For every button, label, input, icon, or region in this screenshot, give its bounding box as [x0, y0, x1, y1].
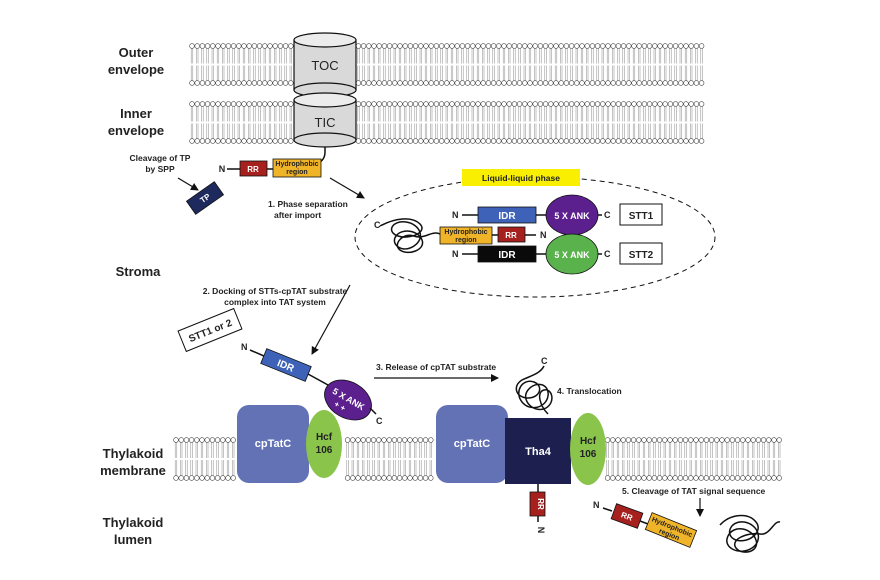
region-thylakoid-lumen-line1: Thylakoid [103, 515, 164, 530]
tha4-label: Tha4 [525, 446, 552, 458]
right-cptatc [436, 405, 508, 483]
thylakoid-membrane [173, 437, 782, 481]
step2-line1: 2. Docking of STTs-cpTAT substrate [203, 286, 348, 296]
region-thylakoid-membrane-line1: Thylakoid [103, 446, 164, 461]
precursor-n-terminus: N [219, 164, 226, 174]
tha4-channel [505, 418, 571, 484]
stt2-label: STT2 [629, 250, 654, 261]
stt1-idr-label: IDR [498, 211, 516, 222]
mature-protein-tangle [719, 514, 781, 553]
docking-ank-domain: 5 X ANK + + [324, 379, 372, 421]
region-outer-envelope-line1: Outer [119, 45, 154, 60]
precursor-hydrophobic-line2: region [286, 169, 307, 176]
precursor-hydrophobic-box [272, 158, 322, 178]
tic-channel: TIC [293, 92, 357, 148]
step2-line2: complex into TAT system [224, 297, 326, 307]
lumen-rr-n-terminus: N [536, 527, 546, 534]
right-cptatc-label: cpTatC [454, 438, 491, 450]
docking-idr: IDR [260, 348, 312, 382]
docking-n-terminus: N [241, 342, 248, 352]
toc-label: TOC [311, 58, 338, 73]
stt2-label-box [619, 242, 663, 265]
step3-label: 3. Release of cpTAT substrate [376, 362, 496, 372]
step5-label: 5. Cleavage of TAT signal sequence [622, 486, 766, 496]
right-hcf106-line1: Hcf [580, 436, 597, 447]
substrate-tangle-translocating: C [515, 356, 553, 415]
outer-envelope-membrane [189, 43, 705, 86]
phase-rr-label: RR [505, 231, 517, 240]
precursor-protein: N RR Hydrophobic region [219, 147, 326, 178]
stt2-n-terminus: N [452, 249, 459, 259]
stt1-n-terminus: N [452, 210, 459, 220]
left-hcf106-line2: 106 [316, 445, 333, 456]
transit-peptide: TP [185, 181, 225, 215]
right-hcf106-line2: 106 [580, 449, 597, 460]
phase-rr-n: N [540, 230, 547, 240]
docking-stt-label: STT1 or 2 [177, 307, 243, 353]
translocating-c-terminus: C [541, 356, 548, 366]
region-outer-envelope-line2: envelope [108, 62, 164, 77]
right-hcf106 [570, 413, 606, 485]
inner-envelope-membrane [189, 101, 705, 144]
left-cptatc [237, 405, 309, 483]
region-inner-envelope-line2: envelope [108, 123, 164, 138]
liquid-phase-title-box [462, 169, 580, 186]
precursor-rr-label: RR [247, 165, 259, 174]
region-stroma: Stroma [116, 264, 162, 279]
lumen-signal-hydrophobic: Hydrophobic region [644, 512, 698, 548]
stt1-label-box [619, 203, 663, 226]
liquid-phase-title: Liquid-liquid phase [482, 173, 560, 183]
left-cptatc-label: cpTatC [255, 438, 292, 450]
phase-substrate-c: C [374, 220, 381, 230]
left-hcf106 [306, 410, 342, 478]
step1-line2: after import [274, 210, 321, 220]
step1-line1: 1. Phase separation [268, 199, 348, 209]
lumen-signal-rr-label: RR [620, 510, 634, 522]
cleavage-tp-line2: by SPP [145, 164, 175, 174]
region-thylakoid-lumen-line2: lumen [114, 532, 152, 547]
toc-channel: TOC [293, 32, 357, 98]
region-thylakoid-membrane-line2: membrane [100, 463, 166, 478]
stt1-ank-label: 5 X ANK [554, 211, 590, 221]
tic-label: TIC [315, 115, 336, 130]
stt1-c-terminus: C [604, 210, 611, 220]
precursor-hydrophobic-line1: Hydrophobic [275, 161, 318, 168]
stt2-c-terminus: C [604, 249, 611, 259]
phase-hydrophobic-line2: region [455, 237, 476, 244]
lumen-signal-rr: RR [610, 503, 644, 529]
stt1-label: STT1 [629, 211, 654, 222]
lumen-signal-n: N [593, 500, 600, 510]
region-inner-envelope-line1: Inner [120, 106, 152, 121]
step4-label: 4. Translocation [557, 386, 622, 396]
docking-c-terminus: C [376, 416, 383, 426]
stt2-idr-label: IDR [498, 250, 516, 261]
liquid-phase-boundary [354, 176, 716, 298]
left-hcf106-line1: Hcf [316, 432, 333, 443]
substrate-tangle-phase: C [374, 218, 441, 254]
phase-hydrophobic-line1: Hydrophobic [444, 229, 487, 236]
cleavage-tp-line1: Cleavage of TP [130, 153, 191, 163]
lumen-rr-label: RR [536, 498, 545, 510]
stt2-ank-label: 5 X ANK [554, 250, 590, 260]
